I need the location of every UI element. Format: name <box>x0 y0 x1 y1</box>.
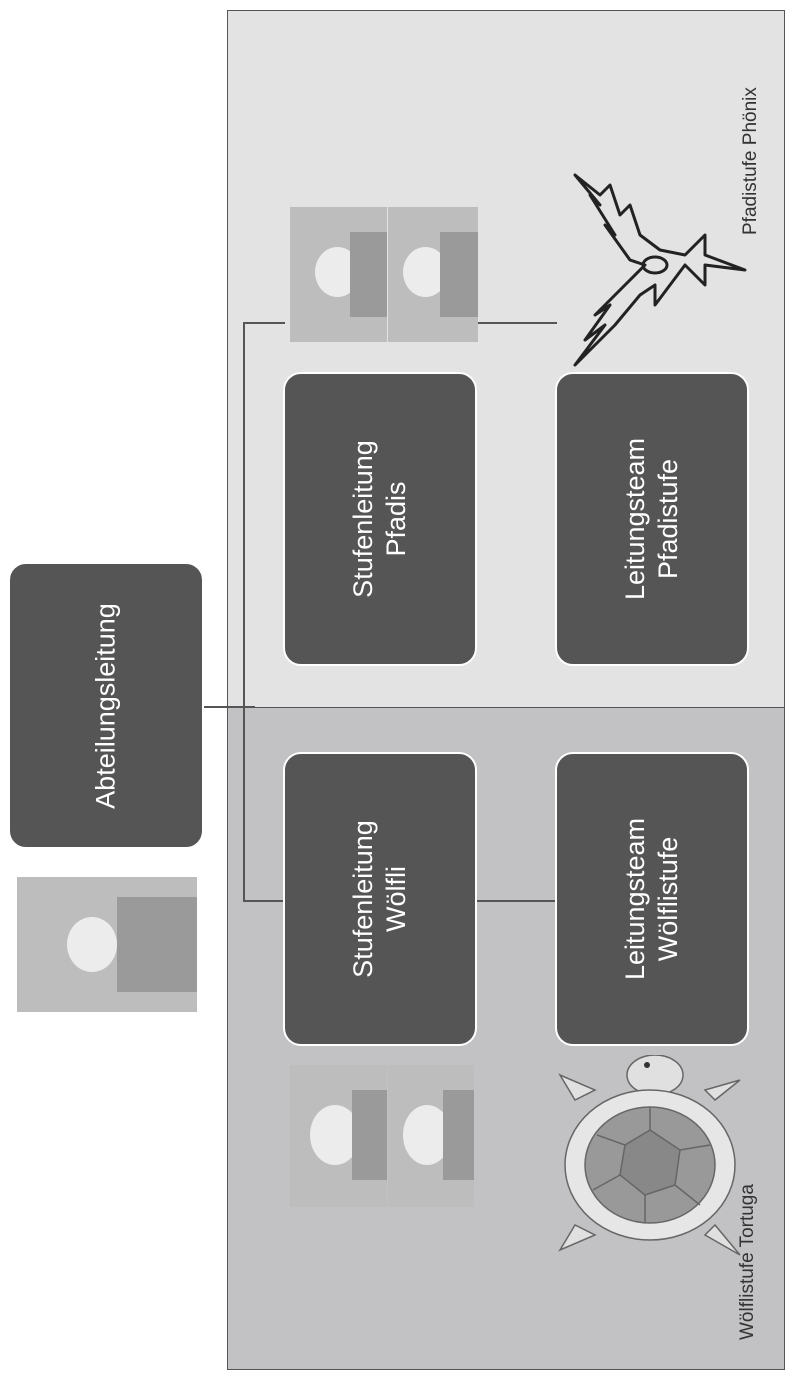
abteilungsleitung-label: Abteilungsleitung <box>90 602 121 809</box>
connector-pfadis <box>243 322 285 324</box>
connector-main <box>203 706 255 708</box>
stufenleitung-woelfli-box: Stufenleitung Wölfli <box>283 752 477 1046</box>
pfadis-leader-photo-2 <box>388 207 478 342</box>
stufenleitung-pfadis-line2: Pfadis <box>381 481 411 557</box>
leitungsteam-woelflistufe-line1: Leitungsteam <box>620 817 650 981</box>
woelfli-leader-photo-2 <box>388 1065 474 1207</box>
stufenleitung-woelfli-line1: Stufenleitung <box>348 820 378 978</box>
connector-vertical <box>243 322 245 902</box>
leitungsteam-woelflistufe-line2: Wölflistufe <box>653 836 683 962</box>
connector-woelfli-team <box>475 900 557 902</box>
abteilungsleitung-photo <box>17 877 197 1012</box>
abteilungsleitung-box: Abteilungsleitung <box>8 562 204 849</box>
connector-woelfli <box>243 900 285 902</box>
leitungsteam-pfadistufe-line2: Pfadistufe <box>653 458 683 580</box>
leitungsteam-pfadistufe-line1: Leitungsteam <box>620 437 650 601</box>
leitungsteam-pfadistufe-box: Leitungsteam Pfadistufe <box>555 372 749 666</box>
connector-pfadis-team <box>475 322 557 324</box>
leitungsteam-woelflistufe-box: Leitungsteam Wölflistufe <box>555 752 749 1046</box>
pfadis-leader-photo-1 <box>290 207 387 342</box>
stufenleitung-pfadis-box: Stufenleitung Pfadis <box>283 372 477 666</box>
woelfli-leader-photo-1 <box>290 1065 387 1207</box>
stufenleitung-woelfli-line2: Wölfli <box>381 866 411 932</box>
turtle-icon <box>558 1055 741 1256</box>
stufenleitung-pfadis-line1: Stufenleitung <box>348 440 378 598</box>
phoenix-icon <box>573 173 747 367</box>
